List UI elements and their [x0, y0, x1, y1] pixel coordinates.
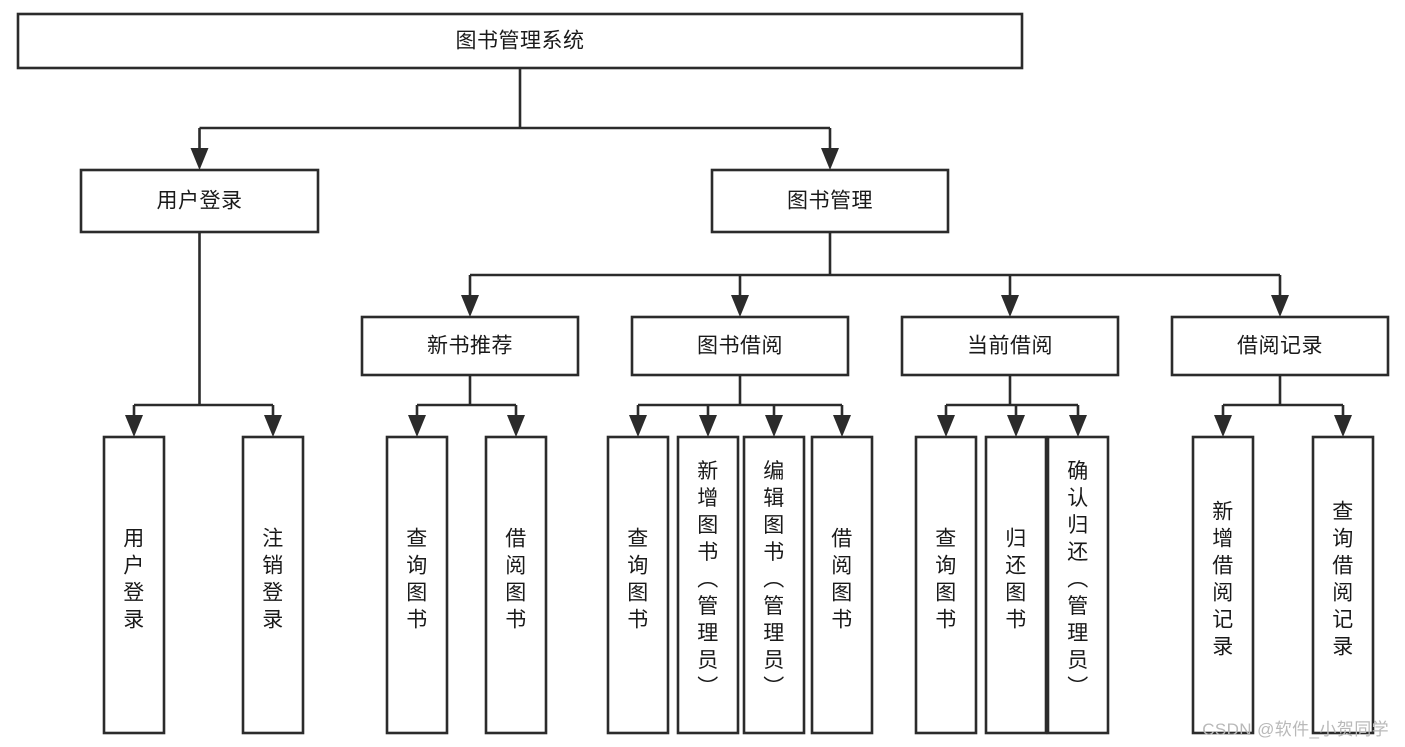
node-leaf-borrow-book-1-rect[interactable] — [484, 435, 548, 735]
node-borrow-record[interactable]: 借阅记录 — [1170, 315, 1390, 377]
node-current-borrow-label: 当前借阅 — [967, 335, 1053, 358]
node-layer: 图书管理系统用户登录图书管理新书推荐图书借阅当前借阅借阅记录用户登录注销登录查询… — [16, 12, 1390, 735]
node-book-borrow[interactable]: 图书借阅 — [630, 315, 850, 377]
node-leaf-query-borrow-record[interactable]: 查询借阅记录 — [1311, 435, 1375, 735]
bookmanage-to-level3-arrow-1 — [731, 295, 749, 317]
current-borrow-to-leaves-arrow-2 — [1069, 415, 1087, 437]
node-current-borrow[interactable]: 当前借阅 — [900, 315, 1120, 377]
node-user-login-label: 用户登录 — [157, 190, 243, 213]
node-leaf-add-book-admin[interactable]: 新增图书︵管理员︶ — [676, 435, 740, 735]
node-leaf-query-book-3-rect[interactable] — [914, 435, 978, 735]
node-leaf-add-borrow-record-rect[interactable] — [1191, 435, 1255, 735]
node-leaf-add-borrow-record[interactable]: 新增借阅记录 — [1191, 435, 1255, 735]
node-current-borrow-rect[interactable] — [900, 315, 1120, 377]
node-root-rect[interactable] — [16, 12, 1024, 70]
node-leaf-edit-book-admin[interactable]: 编辑图书︵管理员︶ — [742, 435, 806, 735]
node-leaf-edit-book-admin-label: 编辑图书︵管理员︶ — [763, 460, 785, 699]
node-leaf-borrow-book-1[interactable]: 借阅图书 — [484, 435, 548, 735]
node-user-login[interactable]: 用户登录 — [79, 168, 320, 234]
borrow-record-to-leaves-arrow-0 — [1214, 415, 1232, 437]
node-root-label: 图书管理系统 — [456, 30, 585, 53]
node-leaf-confirm-return-admin-label: 确认归还︵管理员︶ — [1067, 460, 1089, 699]
node-leaf-borrow-book-2[interactable]: 借阅图书 — [810, 435, 874, 735]
node-leaf-borrow-book-2-rect[interactable] — [810, 435, 874, 735]
node-leaf-user-logout[interactable]: 注销登录 — [241, 435, 305, 735]
node-leaf-user-login-rect[interactable] — [102, 435, 166, 735]
node-leaf-query-book-2[interactable]: 查询图书 — [606, 435, 670, 735]
userlogin-to-leaves-arrow-1 — [264, 415, 282, 437]
new-book-recommend-to-leaves-arrow-0 — [408, 415, 426, 437]
current-borrow-to-leaves-arrow-1 — [1007, 415, 1025, 437]
node-book-manage-label: 图书管理 — [787, 190, 873, 213]
book-borrow-to-leaves-arrow-1 — [699, 415, 717, 437]
node-leaf-return-book-label: 归还图书 — [1005, 528, 1027, 632]
book-borrow-to-leaves-arrow-0 — [629, 415, 647, 437]
node-leaf-edit-book-admin-rect[interactable] — [742, 435, 806, 735]
node-new-book-recommend-label: 新书推荐 — [427, 335, 513, 358]
node-leaf-user-logout-rect[interactable] — [241, 435, 305, 735]
node-leaf-user-login-label: 用户登录 — [123, 528, 145, 632]
node-root[interactable]: 图书管理系统 — [16, 12, 1024, 70]
node-book-manage[interactable]: 图书管理 — [710, 168, 950, 234]
node-leaf-add-book-admin-label: 新增图书︵管理员︶ — [697, 460, 719, 699]
node-leaf-add-book-admin-rect[interactable] — [676, 435, 740, 735]
node-leaf-user-login[interactable]: 用户登录 — [102, 435, 166, 735]
node-leaf-query-book-1-rect[interactable] — [385, 435, 449, 735]
book-borrow-to-leaves-arrow-3 — [833, 415, 851, 437]
book-borrow-to-leaves-arrow-2 — [765, 415, 783, 437]
node-leaf-confirm-return-admin-rect[interactable] — [1046, 435, 1110, 735]
borrow-record-to-leaves-arrow-1 — [1334, 415, 1352, 437]
node-leaf-query-book-3[interactable]: 查询图书 — [914, 435, 978, 735]
node-leaf-query-book-3-label: 查询图书 — [935, 528, 957, 632]
current-borrow-to-leaves-arrow-0 — [937, 415, 955, 437]
root-to-level2-arrow-1 — [821, 148, 839, 170]
node-book-borrow-rect[interactable] — [630, 315, 850, 377]
node-book-manage-rect[interactable] — [710, 168, 950, 234]
node-leaf-return-book[interactable]: 归还图书 — [984, 435, 1048, 735]
new-book-recommend-to-leaves-arrow-1 — [507, 415, 525, 437]
node-leaf-query-book-2-label: 查询图书 — [627, 528, 649, 632]
node-user-login-rect[interactable] — [79, 168, 320, 234]
node-leaf-confirm-return-admin[interactable]: 确认归还︵管理员︶ — [1046, 435, 1110, 735]
node-leaf-query-borrow-record-rect[interactable] — [1311, 435, 1375, 735]
node-leaf-add-borrow-record-label: 新增借阅记录 — [1212, 501, 1234, 659]
root-to-level2-arrow-0 — [190, 148, 209, 170]
connector-layer — [125, 68, 1352, 437]
bookmanage-to-level3-arrow-2 — [1001, 295, 1019, 317]
node-leaf-query-book-2-rect[interactable] — [606, 435, 670, 735]
node-leaf-user-logout-label: 注销登录 — [262, 528, 284, 632]
node-leaf-borrow-book-1-label: 借阅图书 — [505, 528, 527, 632]
node-leaf-borrow-book-2-label: 借阅图书 — [831, 528, 853, 632]
node-leaf-return-book-rect[interactable] — [984, 435, 1048, 735]
node-leaf-query-book-1[interactable]: 查询图书 — [385, 435, 449, 735]
node-leaf-query-book-1-label: 查询图书 — [406, 528, 428, 632]
node-new-book-recommend-rect[interactable] — [360, 315, 580, 377]
node-borrow-record-rect[interactable] — [1170, 315, 1390, 377]
bookmanage-to-level3-arrow-3 — [1271, 295, 1289, 317]
node-new-book-recommend[interactable]: 新书推荐 — [360, 315, 580, 377]
node-borrow-record-label: 借阅记录 — [1237, 335, 1323, 358]
node-book-borrow-label: 图书借阅 — [697, 335, 783, 358]
node-leaf-query-borrow-record-label: 查询借阅记录 — [1332, 501, 1354, 659]
bookmanage-to-level3-arrow-0 — [461, 295, 479, 317]
userlogin-to-leaves-arrow-0 — [125, 415, 143, 437]
